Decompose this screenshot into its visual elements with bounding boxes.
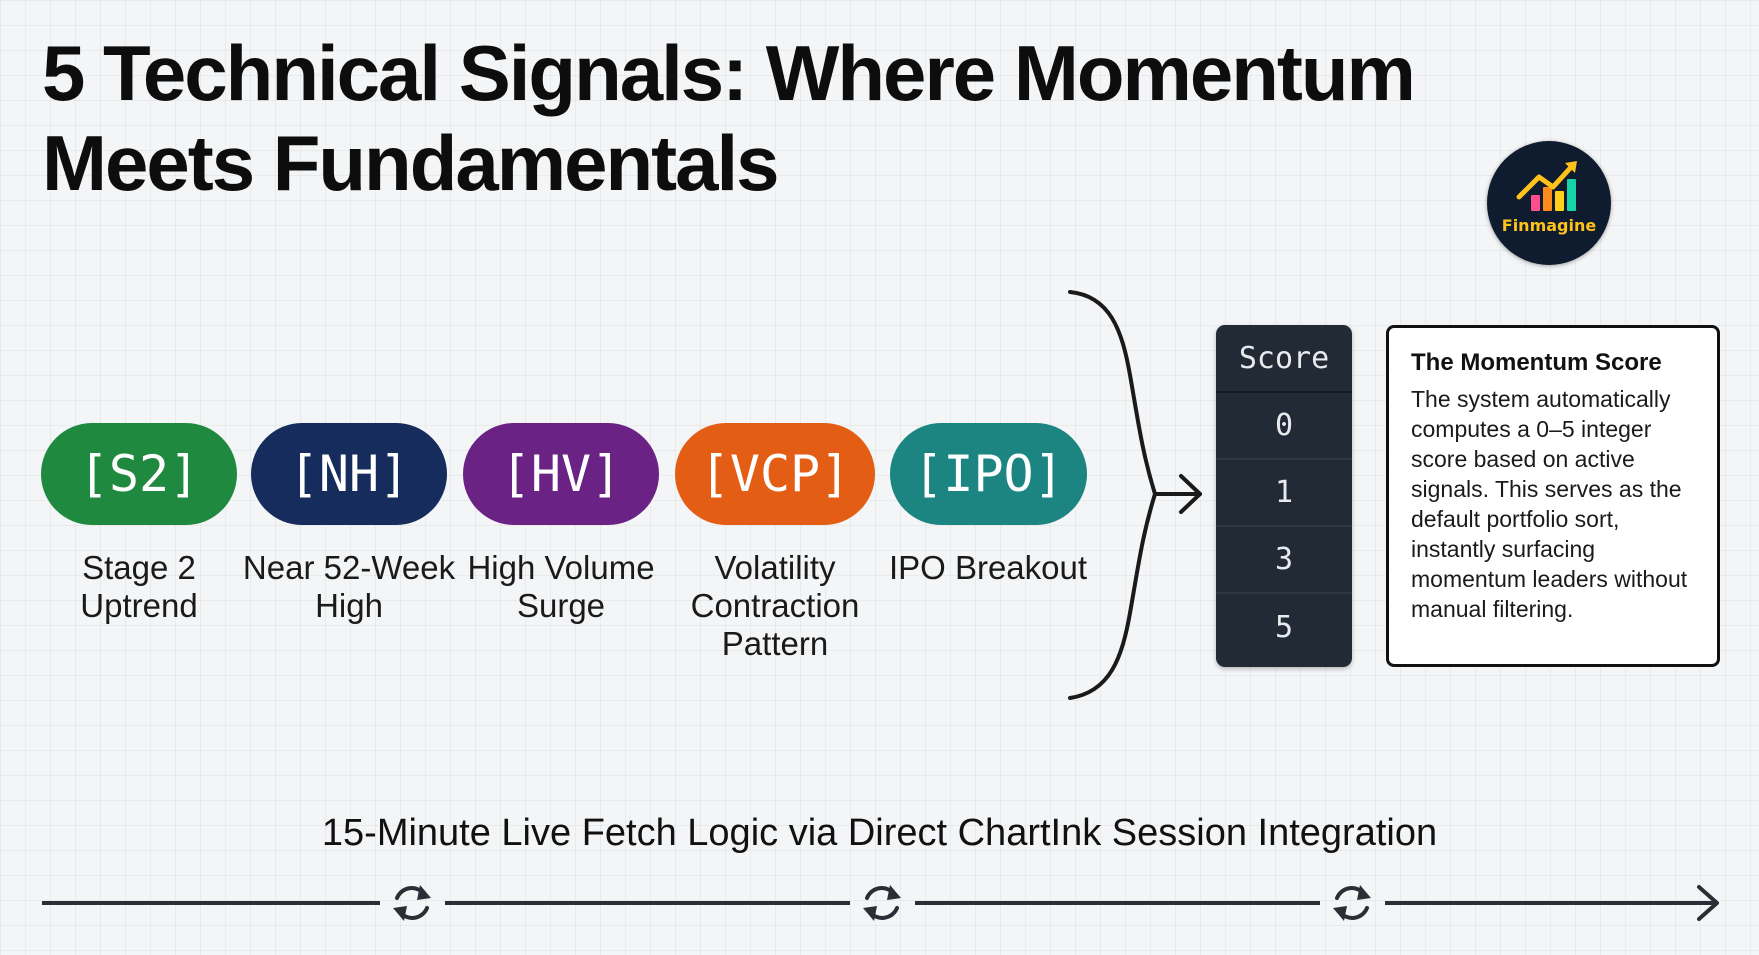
signal-badge-hv: [HV] [463, 423, 659, 525]
curly-brace [1068, 290, 1158, 700]
signal-badge-nh: [NH] [251, 423, 447, 525]
signal-badge-ipo: [IPO] [890, 423, 1087, 525]
finmagine-logo: Finmagine [1487, 141, 1611, 265]
arrow-right-icon [1153, 474, 1202, 514]
page-title: 5 Technical Signals: Where Momentum Meet… [42, 29, 1416, 207]
momentum-score-info-box: The Momentum Score The system automatica… [1386, 325, 1720, 667]
signal-label-vcp: Volatility Contraction Pattern [690, 549, 860, 662]
signal-badge-s2: [S2] [41, 423, 237, 525]
signal-label-high-volume: High Volume Surge [467, 549, 655, 624]
info-box-body: The system automatically computes a 0–5 … [1411, 386, 1688, 622]
signal-badge-vcp: [VCP] [675, 423, 875, 525]
score-table: Score 0 1 3 5 [1216, 325, 1352, 667]
chart-growth-icon [1516, 161, 1577, 211]
score-table-row: 5 [1274, 610, 1294, 645]
signal-label-near-52-week-high: Near 52-Week High [242, 549, 456, 624]
signal-label-stage-2: Stage 2 Uptrend [80, 549, 198, 624]
timeline-label: 15-Minute Live Fetch Logic via Direct Ch… [321, 812, 1438, 854]
info-box-title: The Momentum Score [1411, 349, 1662, 376]
score-table-row: 3 [1216, 527, 1352, 594]
score-table-row: 1 [1216, 460, 1352, 527]
score-table-row: 0 [1216, 393, 1352, 460]
score-table-header: Score [1216, 325, 1352, 393]
timeline-arrowhead-icon [1697, 885, 1719, 921]
refresh-icon [863, 885, 901, 921]
refresh-icon [1333, 885, 1371, 921]
refresh-icon [393, 885, 431, 921]
logo-text: Finmagine [1501, 216, 1597, 235]
signal-label-ipo: IPO Breakout [888, 549, 1088, 586]
